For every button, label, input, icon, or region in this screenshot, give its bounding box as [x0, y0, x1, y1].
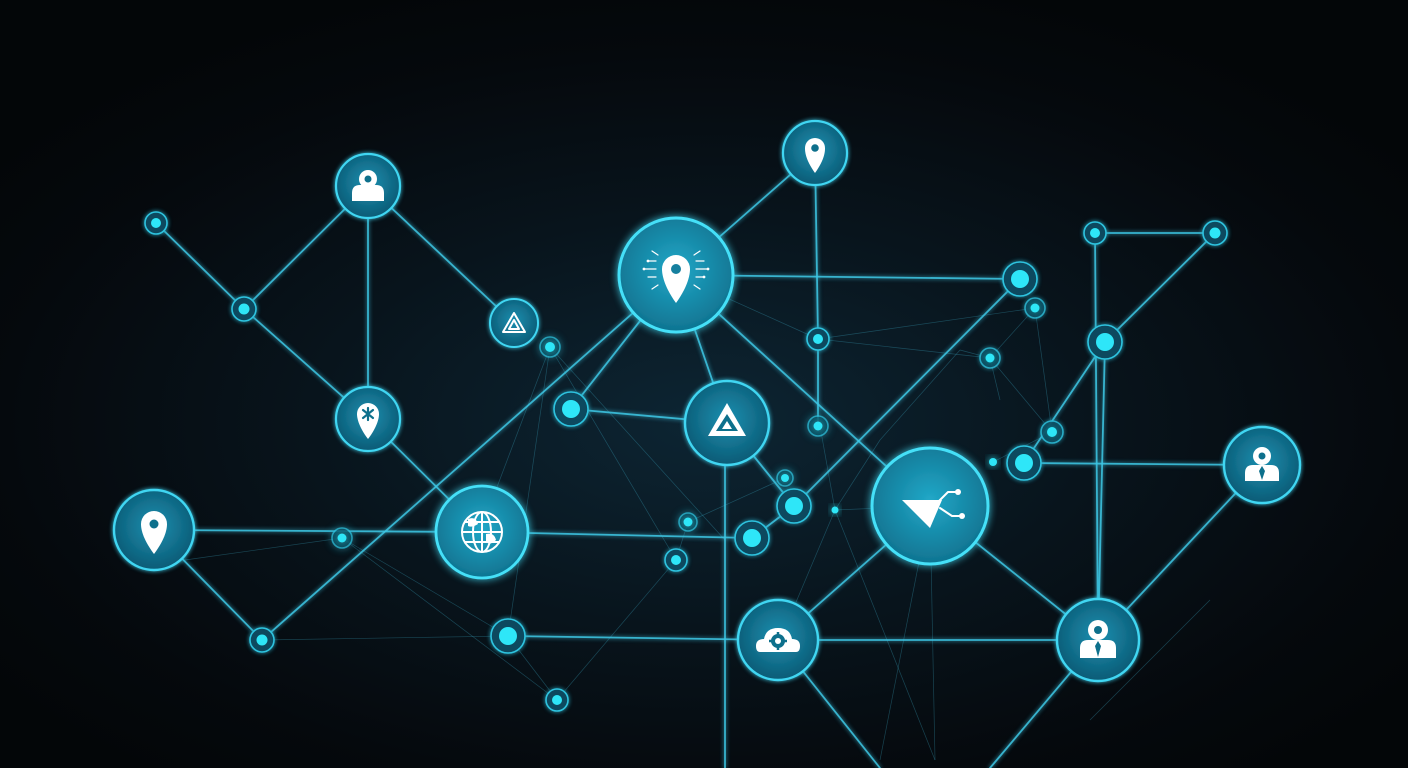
triangle-node — [683, 379, 771, 467]
dot-node — [1006, 445, 1042, 481]
location-pin-signal-node — [617, 216, 735, 334]
triangle-icon — [502, 312, 526, 333]
person-tie-node-bottom — [1055, 597, 1141, 683]
person-tie-icon — [1245, 447, 1279, 481]
triangle-node-small — [489, 298, 539, 348]
icon-nodes — [112, 119, 1302, 683]
dot-node — [331, 527, 353, 549]
dot-node — [231, 296, 257, 322]
dot-node — [831, 506, 839, 514]
dot-node — [1087, 324, 1123, 360]
location-pin-node — [781, 119, 849, 187]
dot-node — [1002, 261, 1038, 297]
dot-node — [776, 469, 794, 487]
dot-node — [545, 688, 569, 712]
dot-node — [664, 548, 688, 572]
pin-arrow-icon — [902, 489, 965, 528]
dot-node — [1024, 297, 1046, 319]
location-pin-node-left — [112, 488, 196, 572]
dot-node — [678, 512, 698, 532]
user-pin-icon — [352, 170, 384, 201]
location-pin-signal-icon — [642, 250, 710, 303]
dot-node — [979, 347, 1001, 369]
dot-node — [144, 211, 168, 235]
dot-node — [490, 618, 526, 654]
dot-node — [249, 627, 275, 653]
triangle-icon — [708, 403, 746, 436]
dot-node — [989, 458, 997, 466]
pin-arrow-node — [870, 446, 990, 566]
faint-mesh — [184, 274, 1211, 761]
cloud-gear-node — [736, 598, 820, 682]
dot-node — [553, 391, 589, 427]
dot-node — [1083, 221, 1107, 245]
dot-node — [1202, 220, 1228, 246]
location-pin-icon — [141, 511, 167, 554]
dot-node — [807, 415, 829, 437]
dot-node — [776, 488, 812, 524]
pin-sparkle-node — [334, 385, 402, 453]
person-tie-node-right — [1222, 425, 1302, 505]
dot-node — [806, 327, 830, 351]
location-pin-icon — [805, 138, 825, 173]
dot-node — [734, 520, 770, 556]
dot-node — [1040, 420, 1064, 444]
user-pin-node — [334, 152, 402, 220]
globe-icon — [461, 511, 503, 553]
globe-node — [434, 484, 530, 580]
small-nodes — [144, 211, 1228, 712]
pin-sparkle-icon — [357, 403, 379, 439]
cloud-gear-icon — [756, 628, 800, 652]
dot-node — [539, 336, 561, 358]
person-tie-icon — [1080, 620, 1116, 658]
